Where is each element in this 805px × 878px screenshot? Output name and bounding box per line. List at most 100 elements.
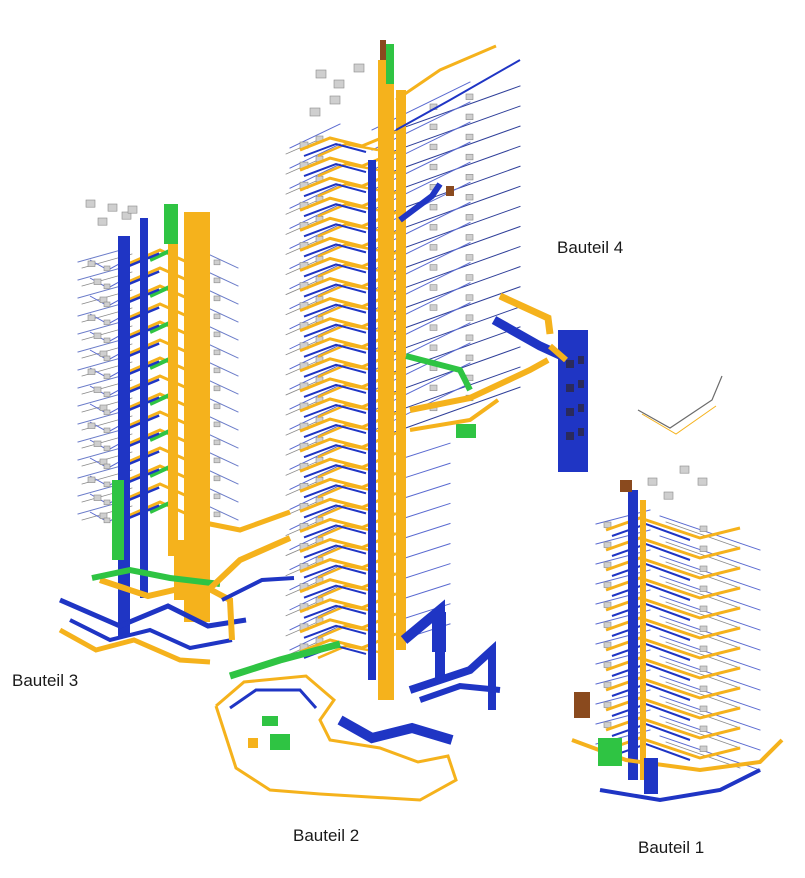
b1-branch-right-grey — [665, 601, 741, 629]
b2-roof-fixture — [333, 79, 345, 89]
b1-branch-right-grey — [665, 541, 741, 569]
b1-floor-supply — [605, 536, 741, 560]
b2-floor-return — [303, 163, 367, 178]
b3-link-to-b2-2 — [189, 509, 291, 533]
b1-branch-right-grey — [665, 621, 741, 649]
b3-fixture — [93, 386, 102, 393]
b1-branch-right — [659, 695, 761, 731]
b3-fixture — [103, 409, 111, 416]
b2-top-component — [380, 40, 386, 60]
b3-fixture — [103, 517, 111, 524]
b4-shaft-opening — [566, 432, 574, 440]
b3-fixture — [99, 350, 108, 357]
b2-branch-left — [289, 263, 341, 290]
b2-fixture — [429, 264, 438, 271]
b3-branch-right — [207, 487, 239, 503]
b2-branch-left — [289, 544, 341, 571]
b3-branch-right — [207, 253, 239, 269]
b2-roof-fixture — [309, 107, 321, 117]
b1-branch-right-grey — [665, 681, 741, 709]
b2-floor-return — [303, 383, 367, 398]
b3-branch-right — [207, 451, 239, 467]
b3-fixture — [213, 295, 221, 302]
b1-return-riser — [628, 490, 638, 780]
b1-fixture — [699, 525, 708, 532]
b1-branch-right-grey — [665, 521, 741, 549]
b3-branch-right — [207, 271, 239, 287]
b1-branch-right — [659, 575, 761, 611]
b3-fixture — [99, 512, 108, 519]
b2-floor-supply-2 — [317, 162, 379, 178]
b1-fixture — [603, 641, 612, 648]
b2-branch-left — [289, 524, 341, 551]
b2-floor-supply-2 — [317, 504, 379, 519]
b1-fixture — [603, 601, 612, 608]
b3-fixture — [213, 313, 221, 320]
b3-fixture — [103, 481, 111, 488]
thin-distribution-lines — [77, 81, 761, 771]
b2-floor-supply-2 — [317, 343, 379, 358]
b2-upper-duct — [398, 182, 443, 223]
b4-thin-pipe-2 — [641, 405, 717, 435]
b2-floor-supply-2 — [317, 484, 379, 499]
b2-branch-left — [289, 183, 341, 209]
b2-floor-return — [303, 263, 367, 278]
b3-fixture — [99, 296, 108, 303]
b2-branch-left — [289, 565, 341, 591]
b2-fixture — [465, 133, 474, 141]
b2-fixture — [429, 344, 438, 351]
b2-fixture — [465, 93, 474, 100]
b2-floor-return — [303, 544, 367, 559]
b3-base-return-2 — [69, 618, 233, 651]
b3-supply-riser — [168, 226, 178, 556]
b1-branch-right-grey — [665, 701, 741, 729]
b3-roof-fixture — [85, 199, 96, 208]
b4-supply-connection — [498, 292, 554, 335]
b1-roof-fixture — [647, 477, 658, 486]
b2-floor-return — [303, 624, 367, 639]
b2-floor-supply-2 — [317, 564, 379, 579]
b1-floor-supply — [605, 516, 741, 540]
b2-floor-return — [303, 564, 367, 579]
b3-roof-fixture — [127, 205, 138, 214]
b1-base-return — [599, 768, 761, 803]
b2-branch-lower — [399, 542, 451, 561]
b1-top-component — [620, 480, 632, 492]
b2-branch-lower — [399, 482, 451, 501]
b2-branch-left — [289, 504, 341, 531]
main-risers-and-ducts — [58, 44, 784, 803]
b1-branch-right-grey — [665, 561, 741, 589]
b2-branch-left — [289, 324, 341, 350]
b2-branch-left — [289, 404, 341, 430]
b1-floor-supply — [605, 696, 741, 720]
b3-fixture — [93, 332, 102, 339]
b2-fixture — [429, 304, 438, 311]
b2-roof-fixture — [315, 69, 327, 79]
b4-shaft-opening — [566, 408, 574, 416]
b2-branch-left — [289, 424, 341, 450]
b2-branch-left — [289, 283, 341, 310]
b3-fixture — [103, 283, 111, 290]
b3-fixture — [103, 391, 111, 398]
b3-fixture — [213, 511, 221, 518]
b2-base-return — [337, 715, 454, 745]
b3-fixture — [103, 499, 111, 506]
b2-floor-supply-2 — [317, 423, 379, 439]
b1-base-component — [574, 692, 590, 718]
b2-fixture — [429, 143, 438, 151]
b3-fixture — [93, 278, 102, 285]
b3-return-riser-2 — [140, 218, 148, 598]
b2-duct-end — [456, 424, 476, 438]
b3-fixture — [87, 368, 96, 375]
b2-branch-lower — [399, 522, 451, 541]
b1-fixture — [699, 585, 708, 592]
b2-floor-supply-2 — [317, 463, 379, 479]
b1-floor-supply — [605, 656, 741, 680]
b2-base-return-loop — [229, 688, 318, 710]
b2-fixture — [465, 174, 474, 181]
b3-fixture — [213, 349, 221, 356]
b2-base-return-3 — [419, 682, 501, 703]
b1-fixture — [699, 545, 708, 552]
b2-floor-return — [303, 504, 367, 519]
b2-floor-return — [303, 223, 367, 238]
